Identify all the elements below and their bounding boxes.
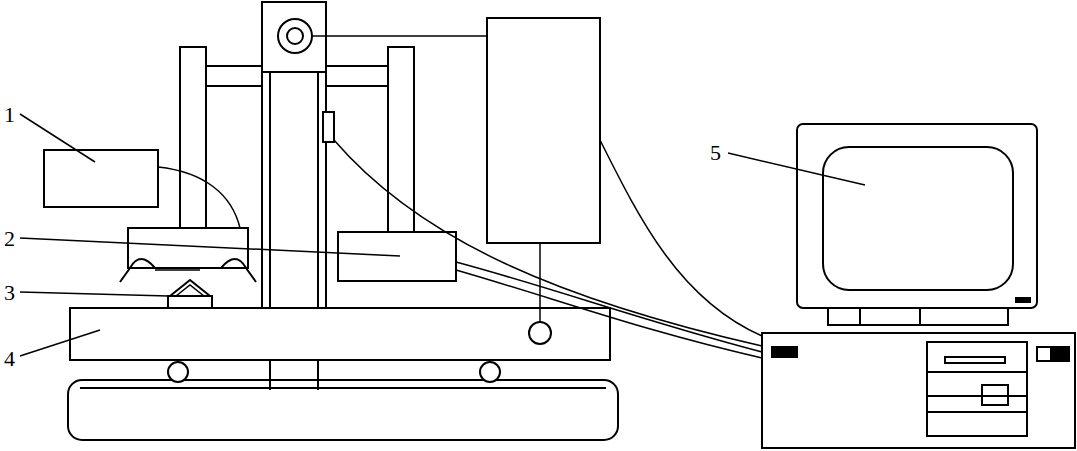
drive-bay [927, 342, 1027, 436]
frame-post [388, 47, 414, 232]
track [68, 380, 618, 440]
callout-number: 4 [4, 348, 15, 370]
leader-line [20, 330, 100, 356]
track-line [80, 387, 606, 389]
frame-rail [326, 85, 388, 87]
cutter-tip [120, 259, 155, 282]
specimen [170, 280, 210, 296]
leader-line [20, 292, 168, 296]
monitor-led [1016, 298, 1030, 302]
column [262, 2, 326, 308]
callout-number: 3 [4, 282, 15, 304]
unit-1 [44, 150, 158, 207]
column-step [262, 71, 270, 73]
specimen-holder [168, 296, 212, 308]
wheel [480, 362, 500, 382]
stand-line [919, 308, 921, 325]
sensor [323, 112, 334, 142]
frame-post [180, 47, 206, 228]
callout-number: 5 [710, 142, 721, 164]
column-step [270, 71, 318, 73]
stand-line [859, 308, 861, 325]
frame-rail [326, 65, 388, 67]
pulley-hub [287, 28, 303, 44]
callout-number: 1 [4, 104, 15, 126]
cutter-edge [155, 269, 200, 271]
switch [1051, 347, 1069, 361]
monitor [797, 124, 1037, 308]
computer-case [762, 333, 1075, 448]
drive-button [982, 385, 1008, 405]
frame-rail [206, 65, 262, 67]
bay-line [927, 395, 1027, 397]
cutter-tip [221, 259, 256, 282]
power-light [772, 347, 797, 357]
specimen-inner [176, 285, 204, 296]
cable [600, 140, 762, 336]
cable [158, 167, 240, 228]
cable [539, 243, 541, 322]
leader-line [20, 238, 400, 256]
leader-line [728, 153, 865, 185]
monitor-stand [828, 308, 1008, 325]
base-pulley [529, 322, 551, 344]
switch [1037, 347, 1051, 361]
bay-line [927, 371, 1027, 373]
pulley [278, 19, 312, 53]
cable [456, 262, 762, 352]
floppy-slot [945, 357, 1005, 363]
screen [823, 147, 1013, 290]
cable [456, 270, 762, 358]
callout-number: 2 [4, 228, 15, 250]
cable [312, 35, 487, 37]
cable [334, 140, 762, 346]
wheel [168, 362, 188, 382]
leader-line [20, 114, 95, 162]
column-step [318, 71, 326, 73]
base-carriage [70, 308, 610, 360]
drive-unit [487, 18, 600, 243]
frame-rail [206, 85, 262, 87]
bay-line [927, 411, 1027, 413]
